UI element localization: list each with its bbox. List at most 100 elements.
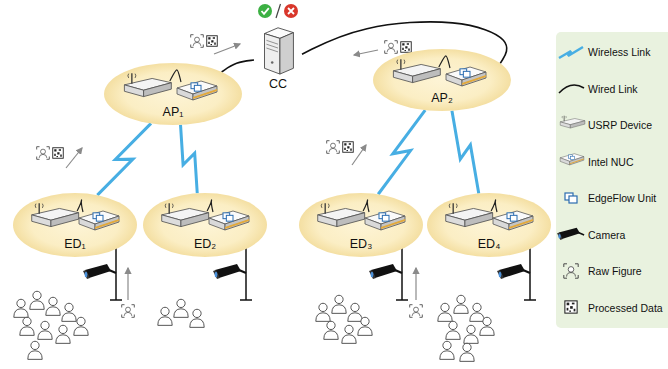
person-icon <box>480 317 494 335</box>
node-label: AP₂ <box>431 91 453 105</box>
person-icon <box>174 299 188 317</box>
device-cable <box>77 200 83 212</box>
person-icon <box>46 297 60 315</box>
group-ellipse-fill <box>373 49 511 111</box>
intel-nuc <box>177 81 217 100</box>
device-cable <box>491 200 497 212</box>
camera-icon <box>213 264 246 279</box>
access-point-group: AP₂ <box>372 48 512 112</box>
person-icon <box>62 303 76 321</box>
device-cable <box>363 200 369 212</box>
usrp-device <box>124 73 171 96</box>
processed-data-icon <box>207 36 218 47</box>
cloud-center-server: CC <box>254 22 302 98</box>
legend-label: Wired Link <box>588 82 638 96</box>
usrp-device-sample <box>560 116 585 128</box>
person-icon <box>20 317 34 335</box>
edgeflow-unit-sample <box>565 193 577 203</box>
flow-arrow <box>127 268 128 300</box>
person-icon <box>460 343 474 361</box>
node-label: ED₄ <box>478 237 500 251</box>
edge-device-group: ED₁ <box>12 192 138 258</box>
wired-link-sample <box>559 85 584 93</box>
camera-foot <box>396 299 408 301</box>
group-ellipse-fill <box>299 193 423 257</box>
legend-entry: Camera <box>588 228 625 242</box>
person-icon <box>438 303 452 321</box>
camera-sample <box>557 228 584 240</box>
person-icon <box>332 295 346 313</box>
legend-entry: Intel NUC <box>588 155 634 169</box>
legend-label: USRP Device <box>588 118 652 132</box>
person-icon <box>190 309 204 327</box>
legend-label: Processed Data <box>588 301 663 315</box>
wired-link <box>222 60 254 72</box>
flow-arrow <box>354 50 378 55</box>
processed-data-icon <box>401 42 412 53</box>
camera-icon <box>497 264 530 279</box>
wireless-link <box>97 123 151 195</box>
intel-nuc <box>446 67 486 86</box>
person-icon <box>342 325 356 343</box>
person-icon <box>324 321 338 339</box>
node-label: ED₂ <box>194 237 216 251</box>
edge-device-group: ED₃ <box>298 192 424 258</box>
legend-entry: Wired Link <box>588 82 638 96</box>
node-label: ED₁ <box>64 237 86 251</box>
processed-data-sample <box>565 301 577 313</box>
legend-entry: Wireless Link <box>588 45 650 59</box>
camera-foot <box>524 299 536 301</box>
person-icon <box>74 317 88 335</box>
person-icon <box>454 295 468 313</box>
device-cable <box>207 200 213 212</box>
usrp-device <box>318 203 365 226</box>
person-icon <box>446 321 460 339</box>
raw-figure-icon <box>410 305 423 318</box>
person-icon <box>348 303 362 321</box>
person-icon <box>358 317 372 335</box>
access-point-group: AP₁ <box>103 62 243 126</box>
usrp-device <box>32 203 79 226</box>
legend-entry: EdgeFlow Unit <box>588 191 656 205</box>
separator-slash <box>276 4 281 18</box>
group-ellipse-fill <box>13 193 137 257</box>
camera-icon <box>369 264 402 279</box>
raw-figure-icon <box>191 35 204 48</box>
person-icon <box>14 299 28 317</box>
intel-nuc-sample <box>560 154 584 165</box>
legend-entry: USRP Device <box>588 118 652 132</box>
processed-data-icon <box>53 148 64 159</box>
flow-arrow <box>214 44 240 54</box>
person-icon <box>28 341 42 359</box>
person-icon <box>316 303 330 321</box>
raw-figure-icon <box>327 141 340 154</box>
wireless-link <box>452 111 479 194</box>
failure-icon <box>284 4 298 18</box>
camera-foot <box>240 299 252 301</box>
person-icon <box>38 321 52 339</box>
intel-nuc <box>493 211 533 230</box>
legend-panel <box>556 32 668 328</box>
edge-device-group: ED₂ <box>142 192 268 258</box>
raw-figure-icon <box>385 41 398 54</box>
legend-label: Raw Figure <box>588 264 642 278</box>
node-label: AP₁ <box>163 105 184 119</box>
raw-figure-icon <box>122 305 135 318</box>
group-ellipse-fill <box>143 193 267 257</box>
camera-icon <box>83 264 116 279</box>
person-icon <box>158 307 172 325</box>
node-label: CC <box>269 77 287 91</box>
check-mark <box>262 8 269 14</box>
intel-nuc <box>79 211 119 230</box>
person-icon <box>464 325 478 343</box>
flow-arrow <box>66 148 82 168</box>
device-cable <box>170 70 181 82</box>
legend-label: EdgeFlow Unit <box>588 191 656 205</box>
server-icon <box>265 28 294 74</box>
person-icon <box>30 291 44 309</box>
wireless-link-sample <box>559 47 583 58</box>
usrp-device <box>446 203 493 226</box>
